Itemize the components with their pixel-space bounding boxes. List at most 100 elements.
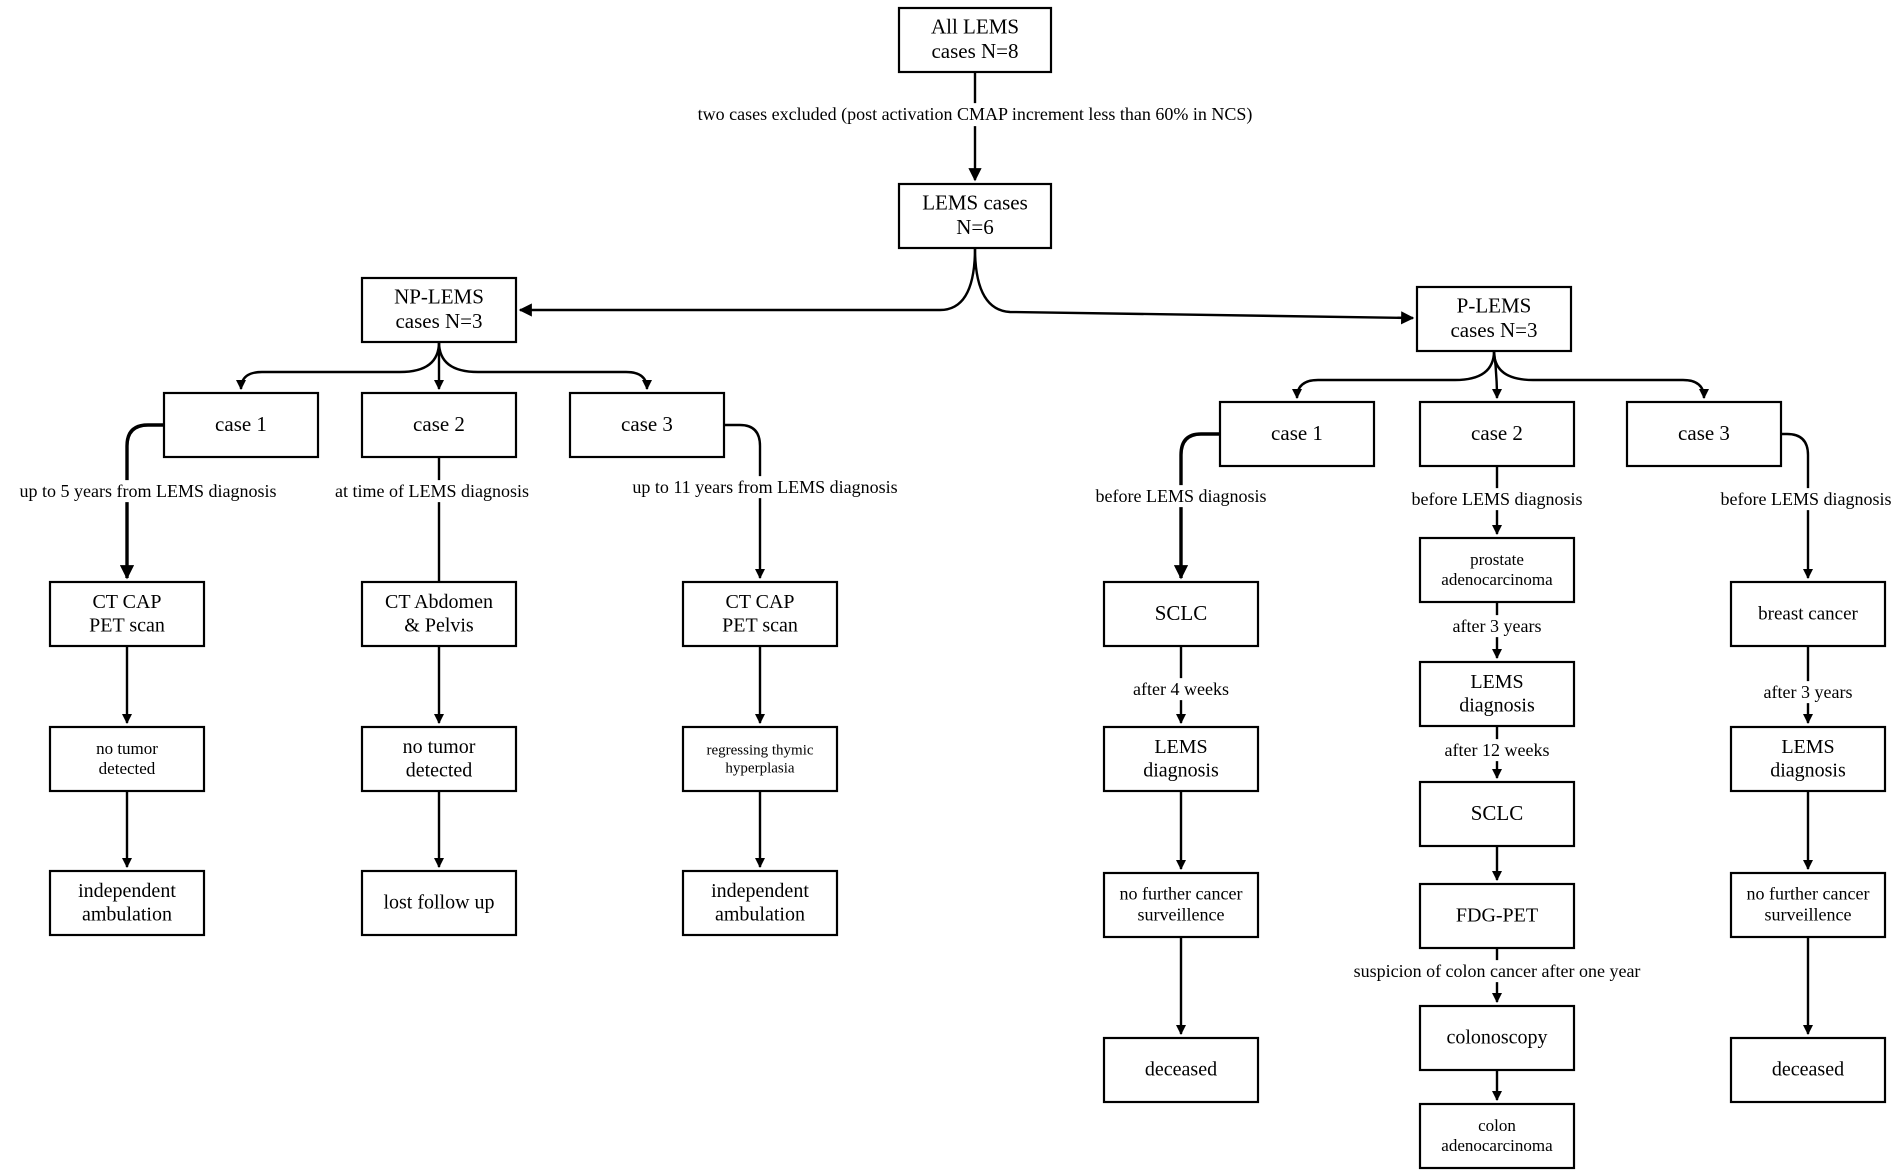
edge-p1-to-sclc bbox=[1173, 432, 1220, 580]
edge-label-backing bbox=[1717, 488, 1895, 511]
edge-label-text: after 4 weeks bbox=[1133, 679, 1229, 699]
node-text: LEMS bbox=[1470, 671, 1523, 693]
node-box bbox=[360, 580, 518, 648]
edge-np3-to-scan bbox=[724, 423, 766, 580]
node-p2-fdg: FDG-PET bbox=[1418, 882, 1576, 950]
node-box bbox=[681, 869, 839, 937]
edge-label-text: before LEMS diagnosis bbox=[1096, 486, 1267, 506]
node-box bbox=[1418, 660, 1576, 728]
edge-lems-to-np bbox=[518, 247, 977, 317]
node-box bbox=[162, 391, 320, 459]
node-box bbox=[1625, 400, 1783, 468]
node-text: case 1 bbox=[215, 412, 267, 436]
edge-label-text: before LEMS diagnosis bbox=[1412, 489, 1583, 509]
node-text: no tumor bbox=[403, 736, 476, 758]
node-text: adenocarcinoma bbox=[1441, 570, 1553, 589]
edge-label-text: up to 5 years from LEMS diagnosis bbox=[20, 481, 277, 501]
node-text: case 3 bbox=[1678, 421, 1730, 445]
node-text: regressing thymic bbox=[706, 743, 813, 759]
node-text: cases N=3 bbox=[395, 309, 482, 333]
node-box bbox=[681, 725, 839, 793]
edge-label-text: at time of LEMS diagnosis bbox=[335, 481, 529, 501]
node-text: lost follow up bbox=[383, 892, 494, 914]
node-text: CT CAP bbox=[725, 591, 794, 613]
node-text: no tumor bbox=[96, 739, 158, 758]
node-box bbox=[48, 725, 206, 793]
node-np2-scan: CT Abdomen& Pelvis bbox=[360, 580, 518, 648]
edge-label-backing bbox=[1350, 960, 1644, 983]
node-text: SCLC bbox=[1471, 801, 1524, 825]
node-np2-outcome: lost follow up bbox=[360, 869, 518, 937]
edge-label-backing bbox=[629, 476, 901, 499]
node-box bbox=[1418, 1102, 1576, 1170]
edge-label-np1-time: up to 5 years from LEMS diagnosis bbox=[16, 480, 280, 503]
node-text: LEMS bbox=[1781, 736, 1834, 758]
node-box bbox=[1102, 580, 1260, 648]
node-p2-sclc: SCLC bbox=[1418, 780, 1576, 848]
node-np-case2: case 2 bbox=[360, 391, 518, 459]
edge-label-excluded: two cases excluded (post activation CMAP… bbox=[694, 103, 1256, 127]
node-box bbox=[1102, 725, 1260, 793]
node-text: breast cancer bbox=[1758, 603, 1858, 624]
node-text: CT CAP bbox=[92, 591, 161, 613]
node-box bbox=[1218, 400, 1376, 468]
edge-label-backing bbox=[1130, 678, 1232, 701]
node-text: detected bbox=[99, 759, 156, 778]
edge-p-to-case3 bbox=[1492, 350, 1710, 400]
node-box bbox=[1418, 400, 1576, 468]
node-text: LEMS cases bbox=[922, 190, 1028, 214]
edge-label-backing bbox=[1408, 488, 1586, 511]
node-box bbox=[48, 869, 206, 937]
edge-label-backing bbox=[1092, 485, 1270, 508]
node-p2-colonoscopy: colonoscopy bbox=[1418, 1004, 1576, 1072]
node-text: no further cancer bbox=[1747, 884, 1870, 904]
node-box bbox=[681, 580, 839, 648]
node-box bbox=[1729, 1036, 1887, 1104]
node-p1-sclc: SCLC bbox=[1102, 580, 1260, 648]
edge-label-text: after 12 weeks bbox=[1445, 740, 1550, 760]
node-text: PET scan bbox=[722, 614, 798, 636]
node-text: diagnosis bbox=[1143, 759, 1219, 781]
edge-label-backing bbox=[694, 103, 1256, 127]
node-box bbox=[48, 580, 206, 648]
edge-label-p3-after: after 3 years bbox=[1760, 681, 1856, 704]
node-p-case2: case 2 bbox=[1418, 400, 1576, 468]
node-np-case1: case 1 bbox=[162, 391, 320, 459]
edge-lems-to-p bbox=[973, 247, 1415, 325]
node-text: no further cancer bbox=[1120, 884, 1243, 904]
edge-label-text: up to 11 years from LEMS diagnosis bbox=[632, 477, 897, 497]
node-box bbox=[1418, 536, 1576, 604]
edge-label-text: suspicion of colon cancer after one year bbox=[1354, 961, 1641, 981]
edge-label-text: after 3 years bbox=[1764, 682, 1853, 702]
node-text: hyperplasia bbox=[725, 760, 794, 776]
node-box bbox=[1418, 1004, 1576, 1072]
edge-label-p3-time: before LEMS diagnosis bbox=[1717, 488, 1895, 511]
node-text: FDG-PET bbox=[1456, 905, 1538, 927]
node-text: case 2 bbox=[1471, 421, 1523, 445]
node-text: PET scan bbox=[89, 614, 165, 636]
node-text: deceased bbox=[1772, 1059, 1844, 1081]
node-box bbox=[1102, 1036, 1260, 1104]
edge-label-p2-suspicion: suspicion of colon cancer after one year bbox=[1350, 960, 1644, 983]
edge-label-p1-after: after 4 weeks bbox=[1130, 678, 1232, 701]
edge-np-to-case1 bbox=[235, 341, 441, 391]
node-box bbox=[360, 725, 518, 793]
node-p3-outcome: deceased bbox=[1729, 1036, 1887, 1104]
node-text: colon bbox=[1478, 1116, 1516, 1135]
node-text: independent bbox=[711, 880, 809, 902]
node-text: deceased bbox=[1145, 1059, 1217, 1081]
node-box bbox=[897, 6, 1053, 74]
node-text: surveillence bbox=[1138, 905, 1225, 925]
node-text: NP-LEMS bbox=[394, 284, 484, 308]
